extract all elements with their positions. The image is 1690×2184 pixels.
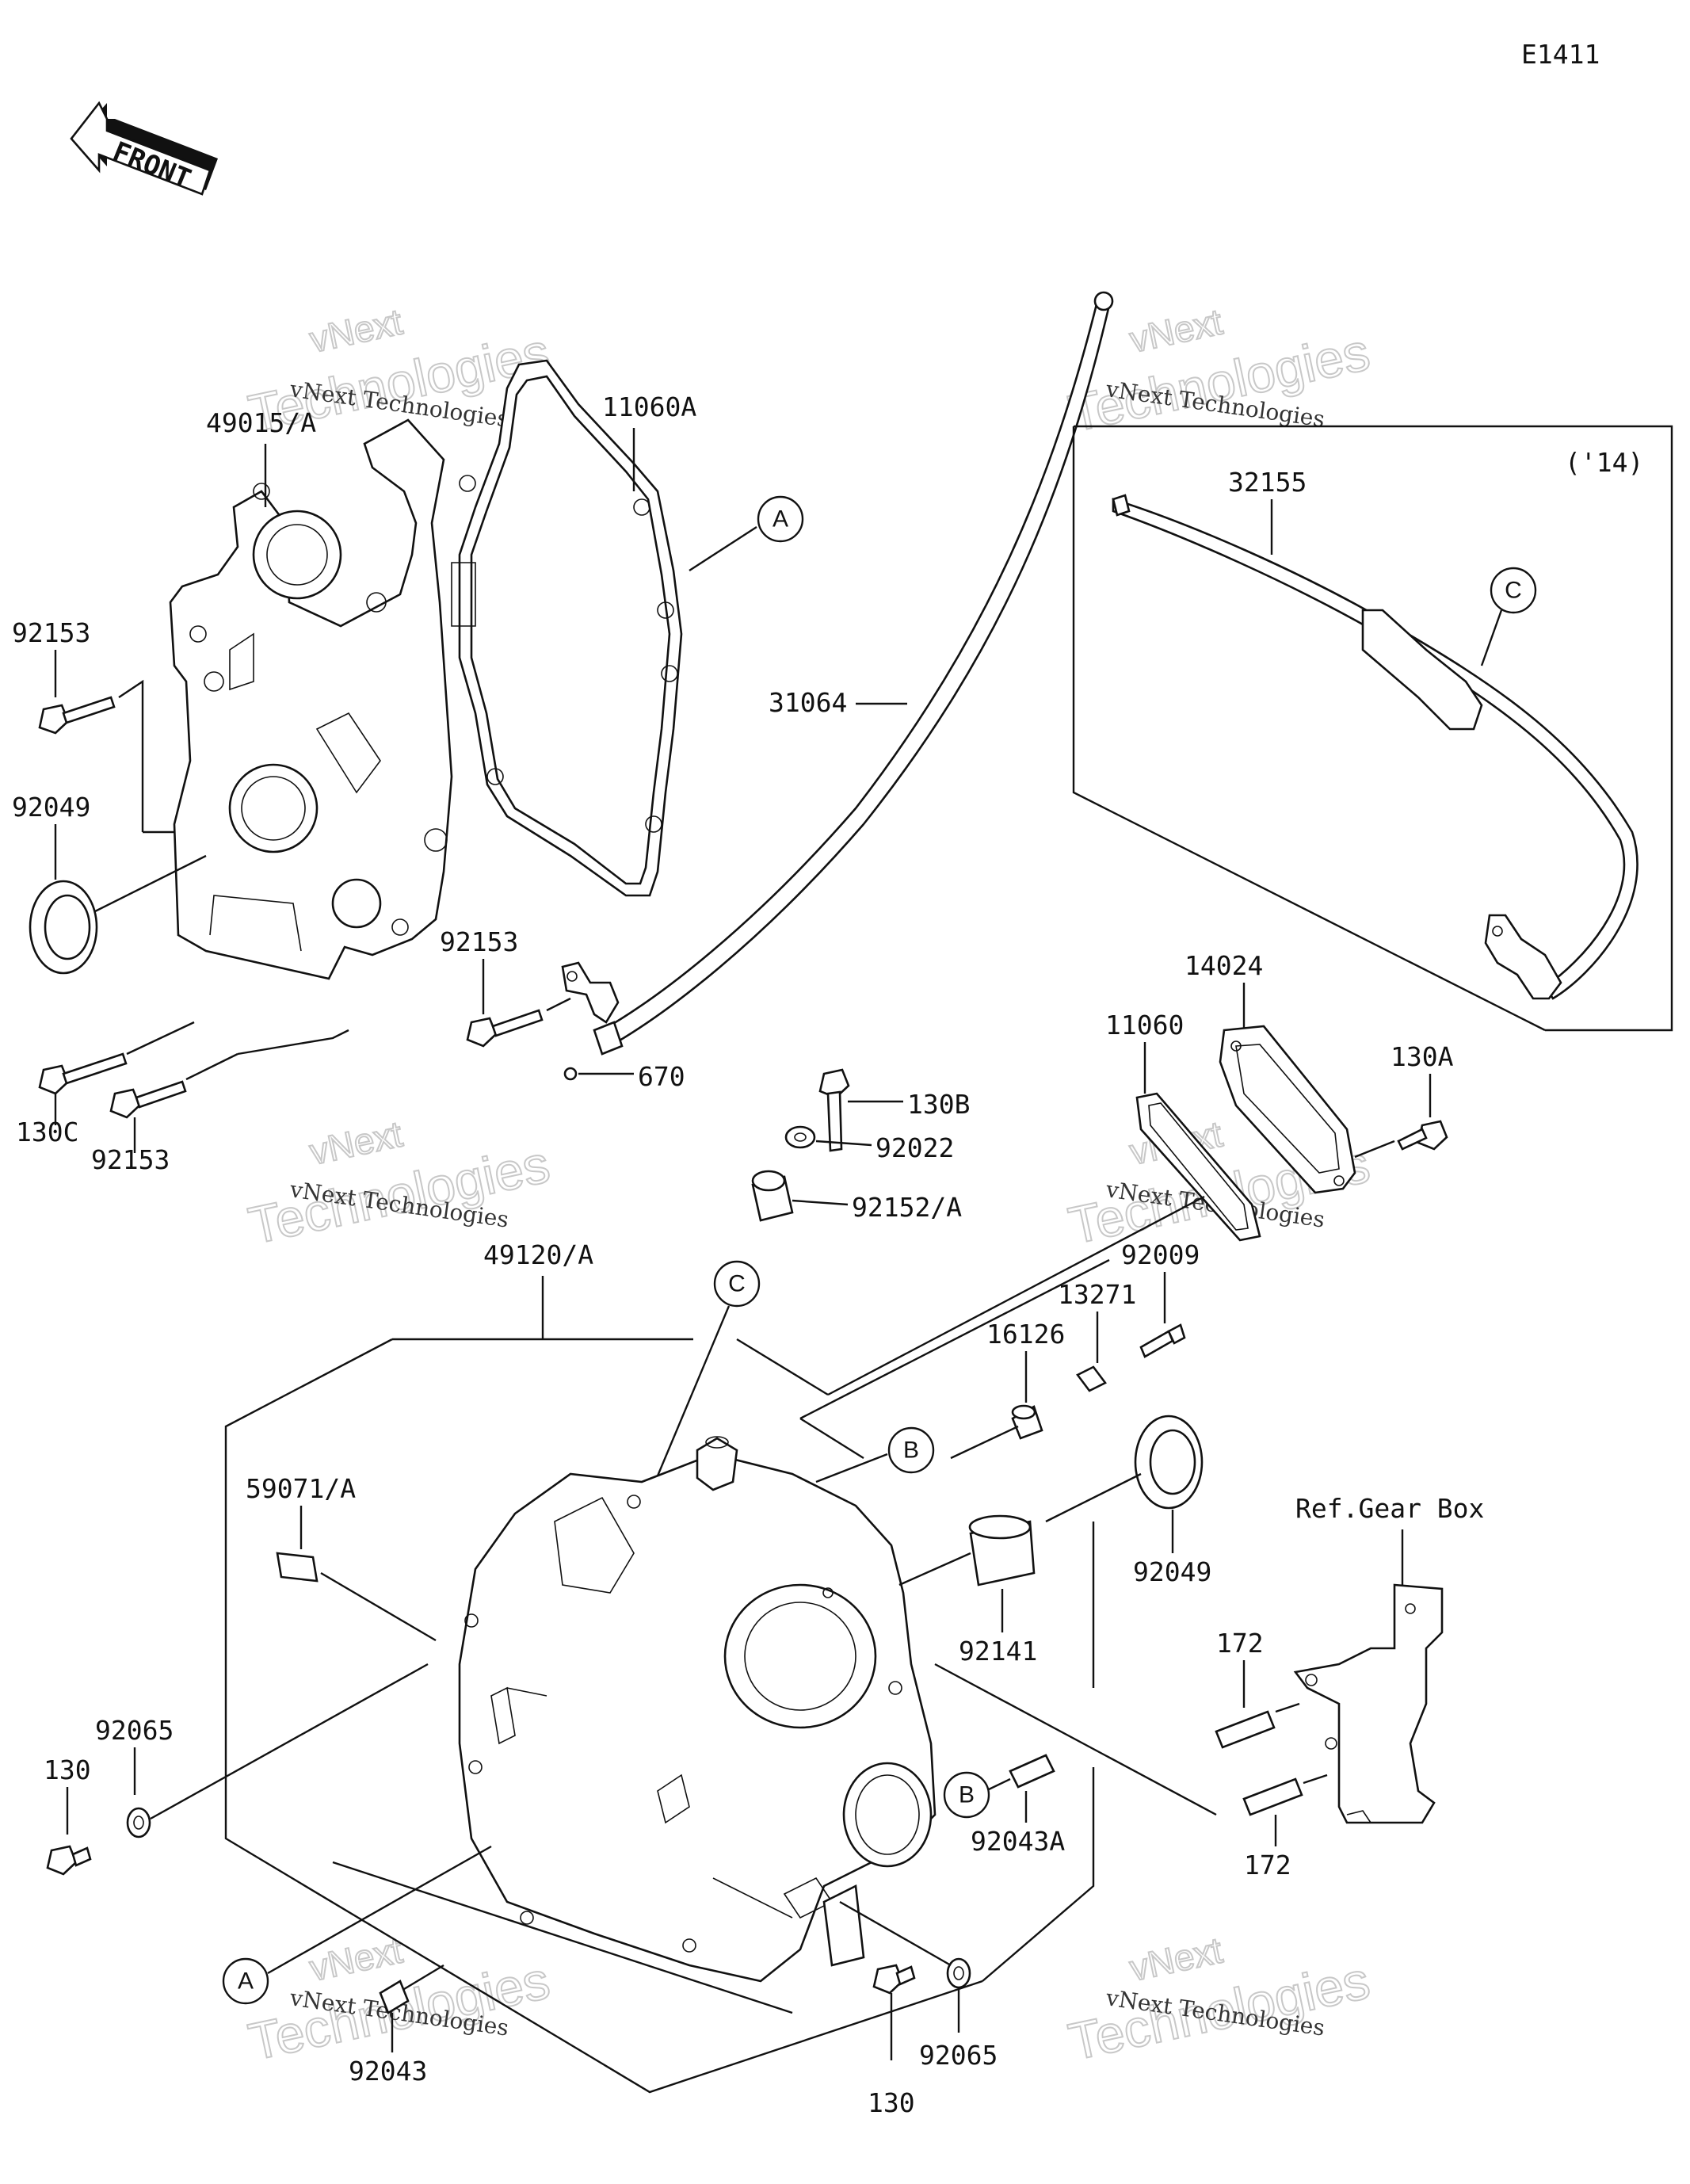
- part-label-92043A: 92043A: [971, 1826, 1065, 1857]
- part-label-670: 670: [638, 1061, 685, 1092]
- cover-plate-14024: [1219, 1025, 1356, 1194]
- gasket-11060A: [451, 359, 683, 897]
- watermark-brand: vNext: [306, 1113, 406, 1172]
- washer-92065-left: [126, 1807, 151, 1838]
- bolt-92153-top: [38, 696, 116, 735]
- washer-92065-bottom: [946, 1957, 971, 1989]
- part-label-92049-right: 92049: [1133, 1556, 1211, 1587]
- oil-seal-92049-left: [29, 880, 98, 975]
- callout-b-label: B: [903, 1438, 919, 1464]
- leader-line: [934, 1663, 1217, 1816]
- gasket-11060: [1135, 1092, 1261, 1242]
- part-label-92065-left: 92065: [95, 1715, 174, 1746]
- part-label-49015A: 49015/A: [206, 407, 316, 438]
- year-note: ('14): [1565, 447, 1643, 478]
- callout-a-label: A: [773, 506, 788, 533]
- watermark-mid-left: vNext Technologies vNext Technologies: [243, 1112, 555, 1255]
- part-label-92043: 92043: [349, 2056, 427, 2087]
- cover-49015: [169, 418, 453, 980]
- front-arrow-icon: FRONT: [70, 101, 218, 196]
- dipstick-guide-bracket: [561, 961, 620, 1024]
- part-label-130C: 130C: [16, 1117, 78, 1147]
- part-label-13271: 13271: [1058, 1279, 1136, 1310]
- reference-gear-box: Ref.Gear Box: [1295, 1493, 1484, 1524]
- bolt-130-left: [46, 1845, 92, 1876]
- part-label-92022: 92022: [876, 1132, 954, 1163]
- callout-b-label: B: [959, 1782, 975, 1808]
- callout-c-label: C: [1505, 578, 1522, 604]
- part-label-11060A: 11060A: [602, 391, 696, 422]
- part-label-130A: 130A: [1391, 1041, 1454, 1072]
- part-label-14024: 14024: [1185, 950, 1263, 981]
- callout-b-top: [887, 1426, 935, 1474]
- callout-b-bottom: [943, 1771, 990, 1819]
- stud-172-top: [1215, 1710, 1276, 1749]
- part-label-92141: 92141: [959, 1636, 1037, 1667]
- bolt-92153-bottom: [109, 1080, 187, 1119]
- callout-a: [757, 495, 804, 543]
- part-label-92153-mid: 92153: [440, 926, 518, 957]
- bolt-130A: [1397, 1120, 1448, 1151]
- part-label-11060: 11060: [1105, 1010, 1184, 1040]
- bushing-92141: [968, 1514, 1036, 1586]
- part-label-31064: 31064: [769, 687, 847, 718]
- bolt-130B: [818, 1068, 850, 1152]
- callout-a-label: A: [238, 1968, 254, 1995]
- watermark-brand: vNext: [306, 300, 406, 360]
- part-label-92009: 92009: [1121, 1239, 1200, 1270]
- pin-92043A: [1009, 1754, 1055, 1789]
- part-label-130B: 130B: [907, 1089, 970, 1120]
- part-label-92065-bottom: 92065: [919, 2040, 998, 2071]
- part-label-92153-top: 92153: [12, 617, 90, 648]
- dipstick-tube-31064: [593, 291, 1114, 1056]
- part-label-130-bottom: 130: [868, 2087, 915, 2118]
- watermark-brand: vNext: [1126, 300, 1226, 360]
- crankcase-49120: [458, 1436, 937, 1983]
- watermark-brand: vNext: [1126, 1929, 1226, 1988]
- part-label-92049-left: 92049: [12, 792, 90, 823]
- year-box-frame: [1074, 425, 1673, 1032]
- callout-c-top: [1490, 567, 1537, 614]
- bolt-130C: [38, 1052, 128, 1095]
- grommet-92152A: [751, 1170, 794, 1222]
- callout-a-bottom: [222, 1957, 269, 2005]
- part-label-59071A: 59071/A: [246, 1473, 356, 1504]
- stud-172-bottom: [1242, 1777, 1303, 1816]
- part-label-172-bottom: 172: [1244, 1850, 1291, 1880]
- callout-c-center: [713, 1260, 761, 1308]
- dipstick-32155: [1112, 494, 1638, 1000]
- callout-c-label: C: [728, 1271, 746, 1297]
- watermark-bottom-right: vNext Technologies vNext Technologies: [1063, 1928, 1375, 2071]
- part-label-16126: 16126: [986, 1319, 1065, 1350]
- part-label-32155: 32155: [1228, 467, 1307, 498]
- pin-16126: [1011, 1404, 1043, 1440]
- part-label-172-top: 172: [1216, 1628, 1264, 1659]
- diagram-code: E1411: [1521, 39, 1600, 70]
- bolt-92153-mid: [466, 1009, 544, 1048]
- plug-13271: [1076, 1365, 1107, 1392]
- bolt-130-bottom: [872, 1964, 916, 1995]
- watermark-top-right: vNext Technologies vNext Technologies: [1063, 300, 1375, 443]
- part-label-92153-bottom: 92153: [91, 1144, 170, 1175]
- gear-box-bracket: [1293, 1583, 1444, 1824]
- o-ring-670: [563, 1067, 578, 1081]
- part-label-92152A: 92152/A: [852, 1192, 962, 1223]
- pin-92043: [379, 1980, 410, 2014]
- washer-92022: [784, 1125, 816, 1149]
- part-label-130-left: 130: [44, 1754, 91, 1785]
- part-label-49120A: 49120/A: [483, 1239, 593, 1270]
- stud-59071A: [276, 1552, 319, 1583]
- oil-seal-92049-right: [1134, 1415, 1204, 1510]
- screw-92009: [1139, 1323, 1186, 1358]
